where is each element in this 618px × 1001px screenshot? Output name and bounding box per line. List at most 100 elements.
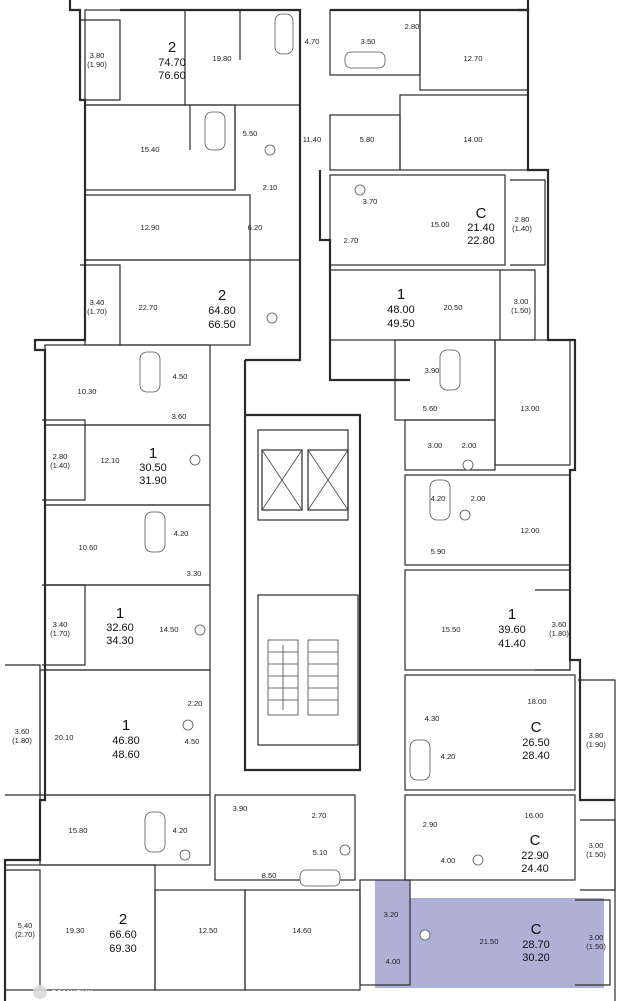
unit-label[interactable]: C 21.40 22.80 (467, 205, 495, 247)
svg-text:2.70: 2.70 (312, 811, 327, 820)
svg-text:8.50: 8.50 (262, 871, 277, 880)
svg-text:69.30: 69.30 (109, 943, 137, 955)
svg-text:3.60: 3.60 (552, 620, 567, 629)
highlighted-apartment[interactable] (375, 880, 604, 988)
balcony-label: 3.00(1.50) (511, 297, 531, 315)
unit-label[interactable]: 2 64.80 66.50 (208, 287, 236, 331)
balcony-label: 5.40(2.70) (15, 921, 35, 939)
svg-text:14.60: 14.60 (292, 926, 311, 935)
svg-text:(1.70): (1.70) (50, 629, 70, 638)
balcony-label: 3.40(1.70) (87, 298, 107, 316)
svg-text:2.80: 2.80 (515, 215, 530, 224)
svg-text:2.20: 2.20 (188, 699, 203, 708)
balcony-label: 2.80(1.40) (50, 452, 70, 470)
unit-label[interactable]: 1 39.60 41.40 (498, 606, 526, 650)
balcony-label: 3.40(1.70) (50, 620, 70, 638)
svg-text:12.70: 12.70 (463, 54, 482, 63)
svg-text:4.30: 4.30 (425, 714, 440, 723)
unit-label[interactable]: C 22.90 24.40 (521, 832, 549, 875)
svg-text:19.80: 19.80 (212, 54, 231, 63)
svg-text:(1.50): (1.50) (511, 306, 531, 315)
svg-text:19.30: 19.30 (65, 926, 84, 935)
svg-text:66.50: 66.50 (208, 319, 236, 331)
svg-text:C: C (531, 719, 542, 736)
svg-text:(1.40): (1.40) (50, 461, 70, 470)
unit-label[interactable]: C 28.70 30.20 (522, 921, 550, 964)
svg-text:39.60: 39.60 (498, 624, 526, 636)
svg-text:28.70: 28.70 (522, 939, 550, 951)
svg-text:2.70: 2.70 (344, 236, 359, 245)
svg-text:48.00: 48.00 (387, 304, 415, 316)
svg-text:(1.90): (1.90) (586, 740, 606, 749)
svg-text:21.50: 21.50 (479, 937, 498, 946)
svg-text:5.90: 5.90 (431, 547, 446, 556)
unit-label[interactable]: 1 46.80 48.60 (112, 717, 140, 761)
unit-label[interactable]: 2 66.60 69.30 (109, 911, 137, 955)
svg-text:2.00: 2.00 (462, 441, 477, 450)
svg-text:20.10: 20.10 (54, 733, 73, 742)
svg-text:14.00: 14.00 (463, 135, 482, 144)
svg-text:14.50: 14.50 (159, 625, 178, 634)
svg-text:46.80: 46.80 (112, 735, 140, 747)
svg-text:22.70: 22.70 (138, 303, 157, 312)
svg-text:34.30: 34.30 (106, 635, 134, 647)
svg-text:32.60: 32.60 (106, 622, 134, 634)
fixtures (139, 13, 484, 941)
svg-text:домклик: домклик (50, 987, 93, 999)
svg-text:5.40: 5.40 (18, 921, 33, 930)
svg-text:64.80: 64.80 (208, 305, 236, 317)
svg-text:(1.50): (1.50) (586, 942, 606, 951)
svg-text:3.00: 3.00 (589, 841, 604, 850)
svg-text:30.50: 30.50 (139, 462, 167, 474)
svg-text:4.00: 4.00 (441, 856, 456, 865)
svg-text:74.70: 74.70 (158, 57, 186, 69)
svg-text:66.60: 66.60 (109, 929, 137, 941)
svg-text:4.20: 4.20 (173, 826, 188, 835)
unit-label[interactable]: 2 74.70 76.60 (158, 39, 186, 82)
svg-text:1: 1 (122, 717, 130, 734)
svg-text:10.60: 10.60 (78, 543, 97, 552)
unit-label[interactable]: 1 30.50 31.90 (139, 445, 167, 487)
svg-text:41.40: 41.40 (498, 638, 526, 650)
svg-text:12.00: 12.00 (520, 526, 539, 535)
svg-text:3.70: 3.70 (363, 197, 378, 206)
svg-text:1: 1 (116, 605, 124, 622)
svg-text:76.60: 76.60 (158, 70, 186, 82)
svg-text:(1.50): (1.50) (586, 850, 606, 859)
svg-text:3.50: 3.50 (361, 37, 376, 46)
svg-text:(2.70): (2.70) (15, 930, 35, 939)
unit-label[interactable]: C 26.50 28.40 (522, 719, 550, 762)
balcony-label: 3.60(1.80) (549, 620, 569, 638)
svg-text:3.00: 3.00 (428, 441, 443, 450)
svg-text:3.90: 3.90 (425, 366, 440, 375)
svg-text:48.60: 48.60 (112, 749, 140, 761)
unit-label[interactable]: 1 32.60 34.30 (106, 605, 134, 647)
balcony-label: 3.00(1.50) (586, 841, 606, 859)
svg-text:16.00: 16.00 (524, 811, 543, 820)
room-area-labels: 19.80 4.70 3.50 2.80 12.70 15.40 5.50 11… (54, 22, 546, 966)
left-partitions (4, 9, 361, 991)
balcony-label: 3.00(1.50) (586, 933, 606, 951)
svg-text:4.20: 4.20 (431, 494, 446, 503)
balcony-labels: 3.80(1.90) 3.40(1.70) 2.80(1.40) 3.40(1.… (12, 51, 606, 951)
balcony-label: 3.80(1.90) (586, 731, 606, 749)
svg-text:5.60: 5.60 (423, 404, 438, 413)
svg-text:15.40: 15.40 (140, 145, 159, 154)
svg-text:3.00: 3.00 (514, 297, 529, 306)
right-partitions (329, 9, 576, 986)
svg-text:2.10: 2.10 (263, 183, 278, 192)
svg-text:C: C (476, 205, 487, 222)
svg-text:5.50: 5.50 (243, 129, 258, 138)
unit-label[interactable]: 1 48.00 49.50 (387, 286, 415, 330)
svg-text:15.50: 15.50 (441, 625, 460, 634)
svg-text:2: 2 (218, 287, 226, 304)
unit-labels: 2 74.70 76.60 2 64.80 66.50 1 30.50 31.9… (106, 39, 550, 964)
svg-text:13.00: 13.00 (520, 404, 539, 413)
svg-text:(1.70): (1.70) (87, 307, 107, 316)
svg-text:4.50: 4.50 (185, 737, 200, 746)
svg-text:3.60: 3.60 (15, 727, 30, 736)
svg-text:2: 2 (119, 911, 127, 928)
svg-text:1: 1 (397, 286, 405, 303)
svg-text:3.60: 3.60 (172, 412, 187, 421)
building-core (243, 360, 362, 772)
